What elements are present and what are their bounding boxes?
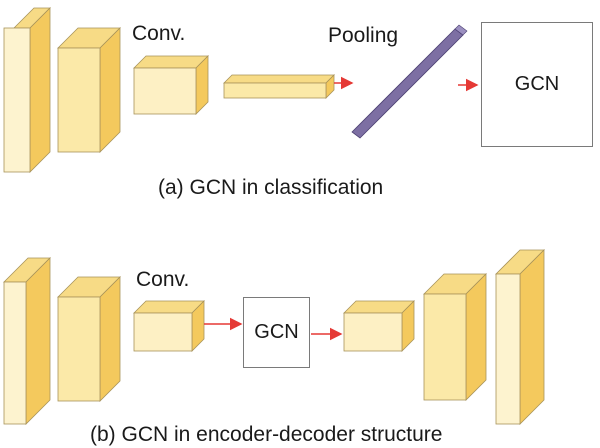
part-a-blocks [3,7,335,173]
b-gcn-box: GCN [243,297,310,368]
a-block-3 [133,55,209,115]
a-pooling-label: Pooling [328,24,399,47]
b-block-5 [423,273,487,401]
a-conv-label: Conv. [132,22,186,45]
b-block-2 [57,276,121,402]
b-gcn-label: GCN [254,321,299,343]
a-gcn-label: GCN [514,73,560,95]
a-gcn-box: GCN [481,22,593,147]
a-caption: (a) GCN in classification [158,176,384,199]
b-caption: (b) GCN in encoder-decoder structure [90,423,443,446]
a-block-2 [57,27,121,153]
part-b-blocks [3,249,545,425]
a-block-4 [223,74,335,99]
b-block-6 [495,249,545,425]
pooling-bar [351,24,468,139]
a-block-1 [3,7,51,173]
b-block-1 [3,257,51,425]
b-block-4 [343,300,415,352]
b-conv-label: Conv. [136,268,190,291]
b-block-3 [133,300,205,352]
